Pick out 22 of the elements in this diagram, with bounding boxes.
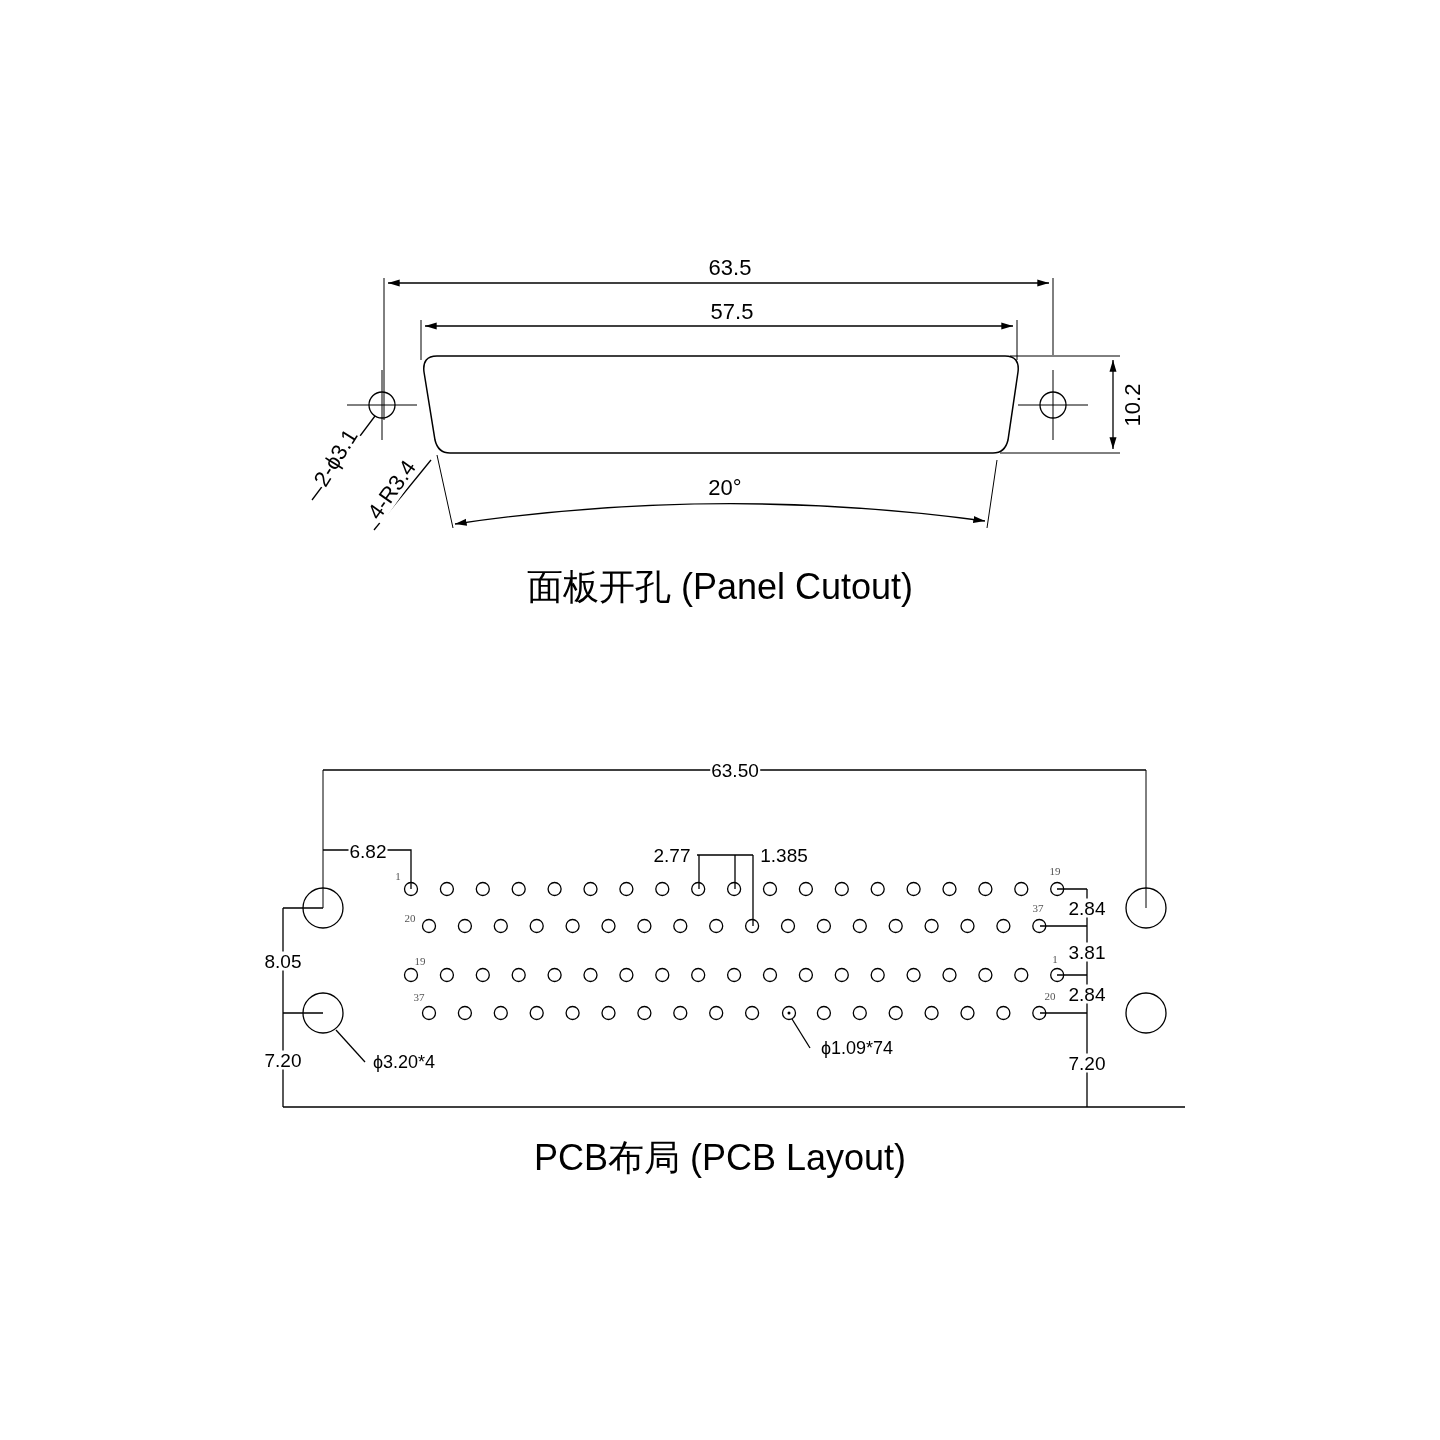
dimension-label: 7.20	[263, 1050, 303, 1070]
pin-number: 37	[1031, 902, 1045, 914]
dimension-label: 2.84	[1067, 898, 1107, 918]
leader-line	[335, 1029, 366, 1063]
pin-number: 1	[1051, 953, 1059, 965]
dimension-label: 3.81	[1067, 942, 1107, 962]
dimension-label: 2.84	[1067, 984, 1107, 1004]
dimension-label: 7.20	[1067, 1053, 1107, 1073]
dimension-label: 8.05	[263, 951, 303, 971]
pin-number: 19	[1048, 865, 1062, 877]
pin-number: 19	[413, 955, 427, 967]
leader-line	[791, 1018, 811, 1049]
pin-number: 1	[394, 870, 402, 882]
pin-number: 20	[1043, 990, 1057, 1002]
mounting-hole	[302, 992, 344, 1034]
pin-number: 20	[403, 912, 417, 924]
mounting-hole	[368, 391, 396, 419]
pin-number: 37	[412, 991, 426, 1003]
callout-text: ϕ1.09*74	[819, 1039, 895, 1057]
cutout-outline	[423, 355, 1019, 454]
pin-hole	[781, 1005, 797, 1021]
callout-text: ϕ3.20*4	[371, 1053, 437, 1071]
